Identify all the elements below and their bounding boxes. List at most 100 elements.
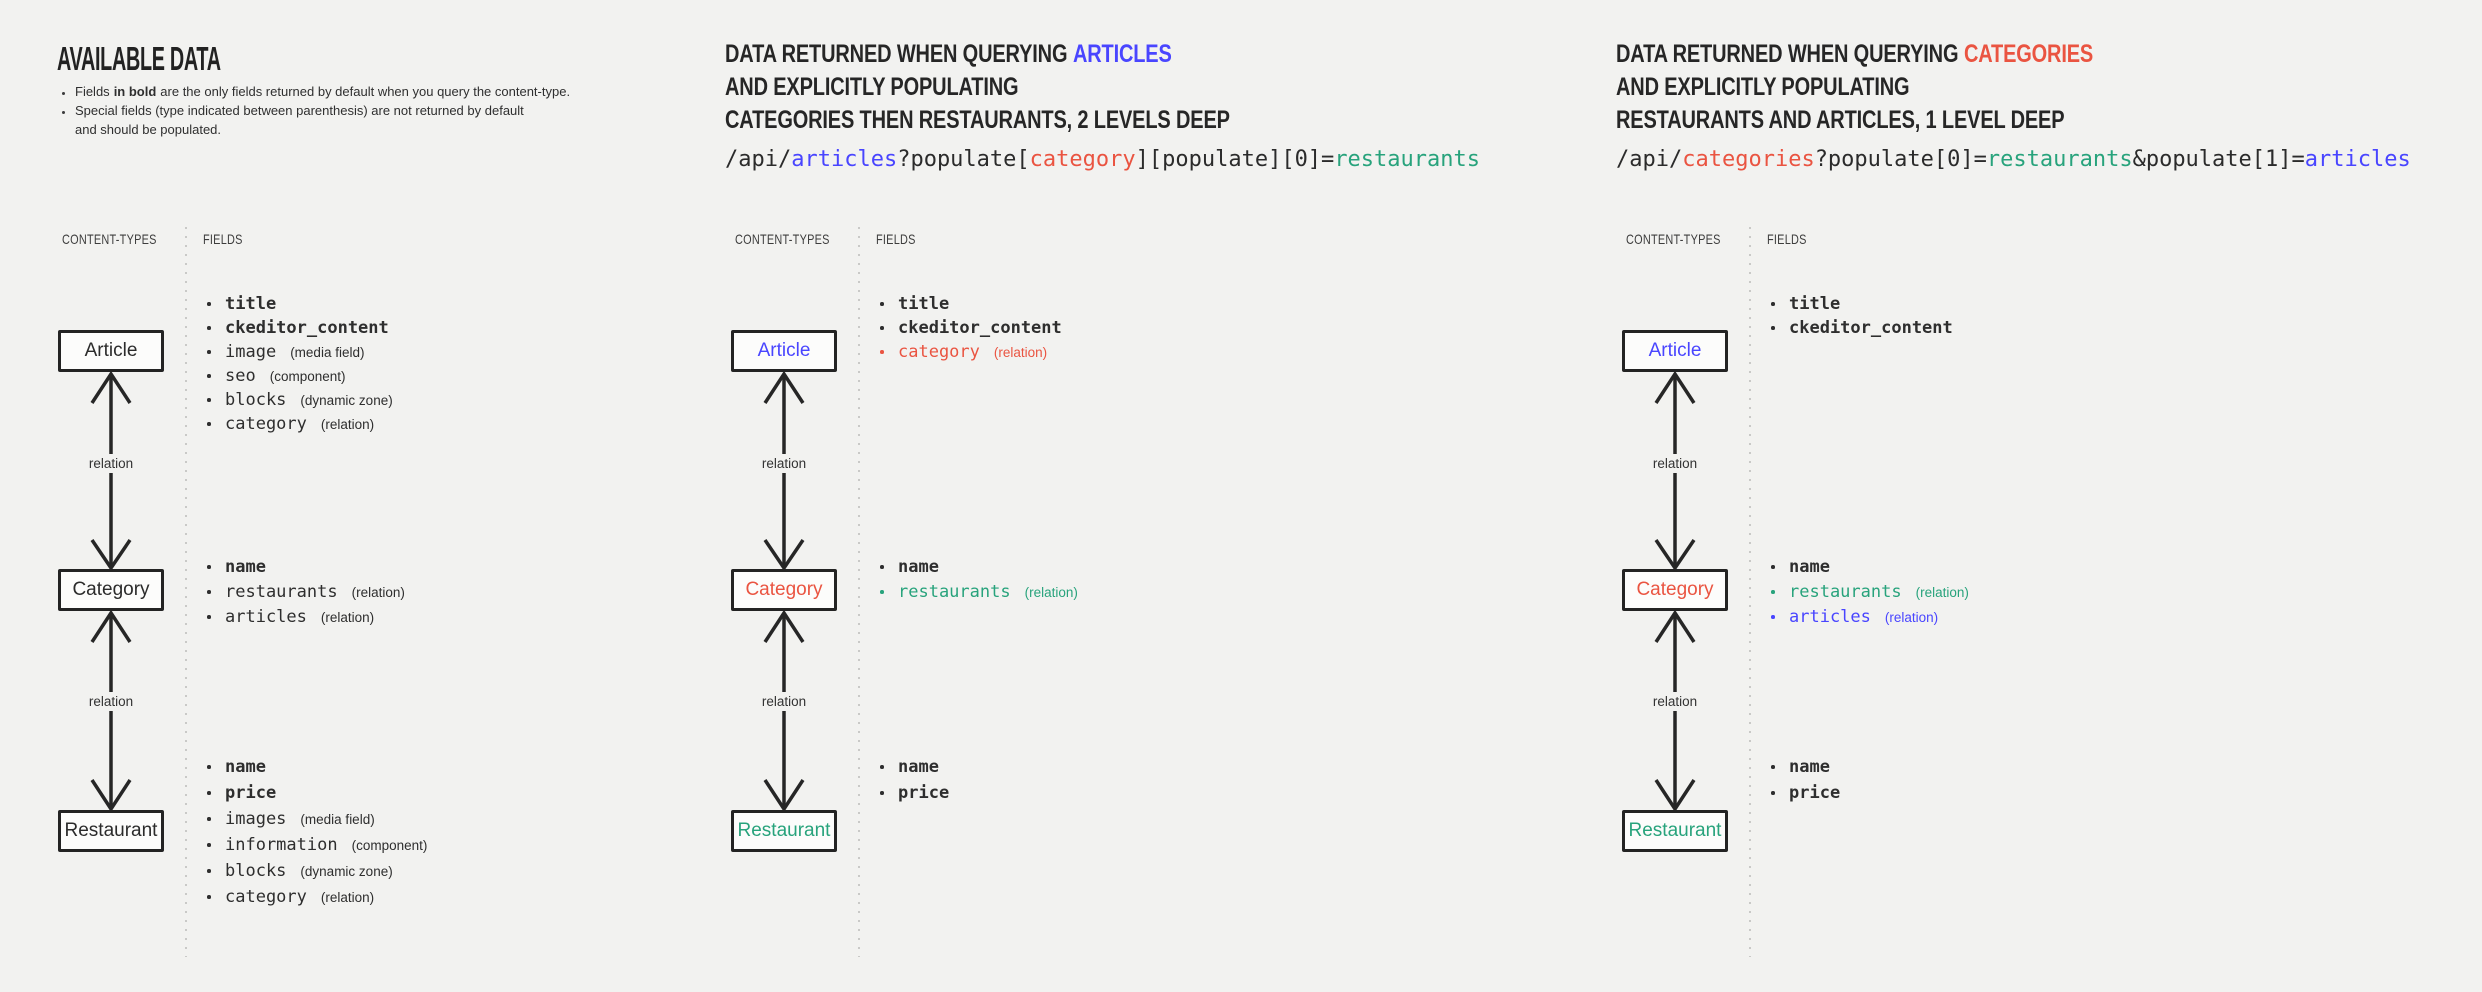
heading-highlight: CATEGORIES	[1963, 40, 2094, 68]
restaurant-node-label: Restaurant	[1628, 820, 1722, 841]
article-node-label: Article	[1648, 340, 1702, 361]
field-row: image(media field)	[206, 342, 686, 366]
relation-label: relation	[61, 692, 161, 711]
api-segment: categories	[1682, 147, 1815, 172]
field-row: restaurants (relation)	[206, 582, 686, 607]
field-type: (relation)	[320, 610, 375, 625]
restaurant-node-label: Restaurant	[737, 820, 831, 841]
heading-line: AND EXPLICITLY POPULATING	[725, 73, 1019, 101]
field-row: title	[1770, 294, 2250, 318]
field-name: title	[898, 294, 950, 314]
column-divider	[858, 227, 860, 957]
field-name: name	[1789, 557, 1830, 577]
field-type: (component)	[351, 838, 428, 853]
restaurant-fields-list: name price	[879, 757, 1359, 809]
category-node-label: Category	[745, 579, 823, 600]
api-query: /api/categories?populate[0]=restaurants&…	[1616, 147, 2411, 172]
field-row: name	[206, 757, 686, 783]
relation-label: relation	[1625, 454, 1725, 473]
field-row: title	[879, 294, 1359, 318]
field-row: restaurants (relation)	[1770, 582, 2250, 607]
api-segment: &populate[1]=	[2132, 147, 2305, 172]
api-segment: restaurants	[1986, 147, 2133, 172]
fields-column-header: FIELDS	[876, 231, 916, 247]
note-text: are the only fields returned by default …	[160, 84, 571, 99]
field-row: name	[879, 757, 1359, 783]
field-type: (relation)	[1915, 585, 1969, 600]
heading-line: CATEGORIES THEN RESTAURANTS, 2 LEVELS DE…	[725, 106, 1230, 134]
restaurant-node: Restaurant	[58, 810, 164, 852]
article-fields-list: title ckeditor_content category(relation…	[879, 294, 1359, 366]
field-row: blocks(dynamic zone)	[206, 861, 686, 887]
field-row: restaurants (relation)	[879, 582, 1359, 607]
api-segment: ?populate[0]=	[1814, 147, 1987, 172]
field-name: information	[225, 835, 338, 855]
article-node: Article	[58, 330, 164, 372]
field-name: restaurants	[1789, 582, 1902, 602]
field-type: (relation)	[351, 585, 405, 600]
content-types-column-header: CONTENT-TYPES	[1626, 231, 1721, 247]
fields-column-header: FIELDS	[203, 231, 243, 247]
relation-label: relation	[61, 454, 161, 473]
article-node: Article	[731, 330, 837, 372]
field-row: articles (relation)	[206, 607, 686, 632]
category-fields-list: name restaurants (relation)	[879, 557, 1359, 607]
field-row: name	[206, 557, 686, 582]
field-row: price	[206, 783, 686, 809]
field-name: ckeditor_content	[225, 318, 389, 338]
column-divider	[185, 227, 187, 957]
field-name: category	[225, 414, 307, 434]
field-name: name	[225, 757, 266, 777]
field-name: name	[898, 757, 939, 777]
heading-line: AND EXPLICITLY POPULATING	[1616, 73, 1910, 101]
field-name: seo	[225, 366, 256, 386]
fields-column-header: FIELDS	[1767, 231, 1807, 247]
api-segment: ][populate][0]=	[1135, 147, 1335, 172]
restaurant-fields-list: name price images (media field) informati…	[206, 757, 686, 913]
note-line: Special fields (type indicated between p…	[59, 103, 570, 122]
field-name: title	[1789, 294, 1841, 314]
field-name: category	[225, 887, 307, 907]
field-name: restaurants	[225, 582, 338, 602]
field-type: (media field)	[300, 812, 375, 827]
api-segment: category	[1029, 147, 1136, 172]
content-types-column-header: CONTENT-TYPES	[62, 231, 157, 247]
field-row: blocks(dynamic zone)	[206, 390, 686, 414]
field-name: articles	[225, 607, 307, 627]
article-node: Article	[1622, 330, 1728, 372]
api-segment: restaurants	[1334, 147, 1481, 172]
field-row: category(relation)	[879, 342, 1359, 366]
note-bold-text: in bold	[113, 84, 157, 99]
restaurant-node: Restaurant	[1622, 810, 1728, 852]
field-type: (relation)	[320, 417, 375, 432]
field-row: name	[879, 557, 1359, 582]
field-row: articles (relation)	[1770, 607, 2250, 632]
note-text: and should be populated.	[75, 122, 222, 137]
restaurant-node: Restaurant	[731, 810, 837, 852]
relation-label: relation	[734, 454, 834, 473]
category-node: Category	[731, 569, 837, 611]
field-name: image	[225, 342, 277, 362]
field-row: category(relation)	[206, 887, 686, 913]
field-type: (relation)	[1884, 610, 1939, 625]
field-type: (relation)	[1024, 585, 1078, 600]
api-segment: ?populate[	[897, 147, 1030, 172]
category-node-label: Category	[72, 579, 150, 600]
note-text: Special fields (type indicated between p…	[75, 103, 524, 118]
field-name: articles	[1789, 607, 1871, 627]
field-name: restaurants	[898, 582, 1011, 602]
page-title: AVAILABLE DATA	[57, 40, 221, 77]
heading-text: DATA RETURNED WHEN QUERYING	[725, 40, 1068, 68]
article-fields-list: title ckeditor_content	[1770, 294, 2250, 342]
field-name: price	[898, 783, 950, 803]
field-name: price	[225, 783, 277, 803]
field-name: images	[225, 809, 287, 829]
content-types-column-header: CONTENT-TYPES	[735, 231, 830, 247]
field-name: ckeditor_content	[898, 318, 1062, 338]
